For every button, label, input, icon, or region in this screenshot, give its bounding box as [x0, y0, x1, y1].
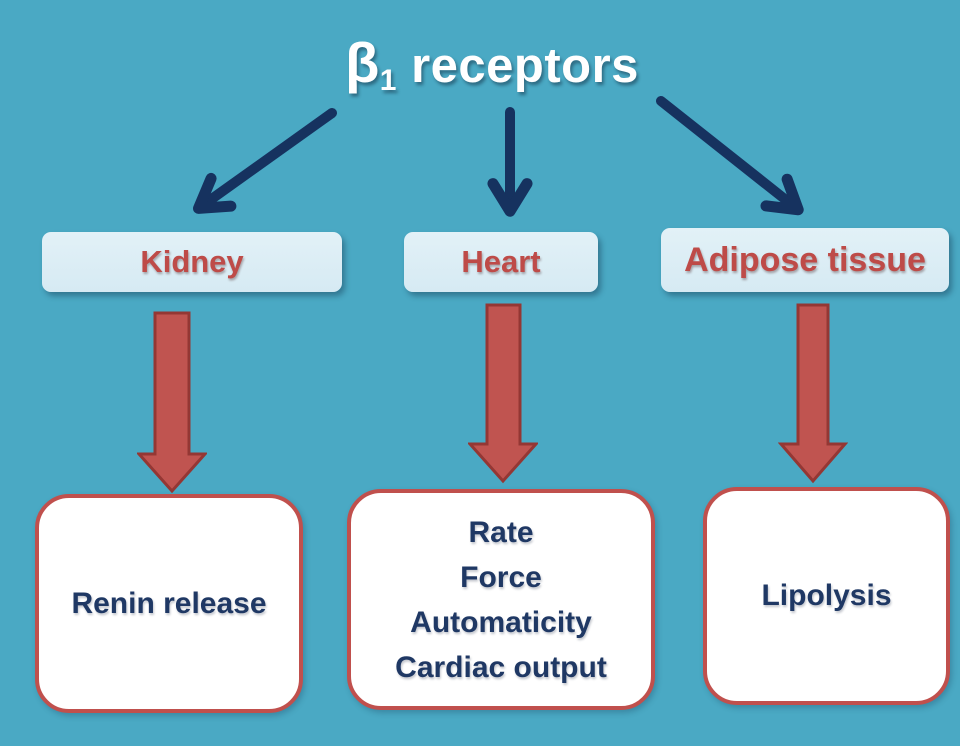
- heart-effect-force: Force: [460, 560, 542, 594]
- heart-effect-rate: Rate: [468, 515, 534, 549]
- page-title: β1 receptors: [12, 30, 960, 98]
- heart-box: Heart: [404, 232, 598, 292]
- lipolysis-box: Lipolysis: [703, 487, 950, 705]
- renin-release-box: Renin release: [35, 494, 303, 713]
- beta-symbol: β: [345, 31, 380, 94]
- kidney-box: Kidney: [42, 232, 342, 292]
- arrow-to-kidney-icon: [192, 108, 337, 214]
- heart-effect-automaticity: Automaticity: [410, 605, 592, 639]
- kidney-label: Kidney: [140, 244, 244, 279]
- kidney-down-block-arrow-icon: [137, 311, 207, 494]
- heart-effect-cardiac-output: Cardiac output: [395, 650, 607, 684]
- adipose-tissue-label: Adipose tissue: [684, 240, 926, 279]
- arrow-to-adipose-icon: [656, 96, 804, 216]
- renin-release-text: Renin release: [71, 586, 267, 620]
- adipose-down-block-arrow-icon: [778, 303, 848, 484]
- adipose-tissue-box: Adipose tissue: [661, 228, 949, 292]
- beta-subscript: 1: [379, 64, 397, 97]
- lipolysis-text: Lipolysis: [761, 579, 892, 612]
- heart-down-block-arrow-icon: [468, 303, 538, 484]
- heart-effects-box: Rate Force Automaticity Cardiac output: [347, 489, 655, 710]
- title-text: receptors: [396, 39, 639, 93]
- heart-label: Heart: [461, 244, 541, 279]
